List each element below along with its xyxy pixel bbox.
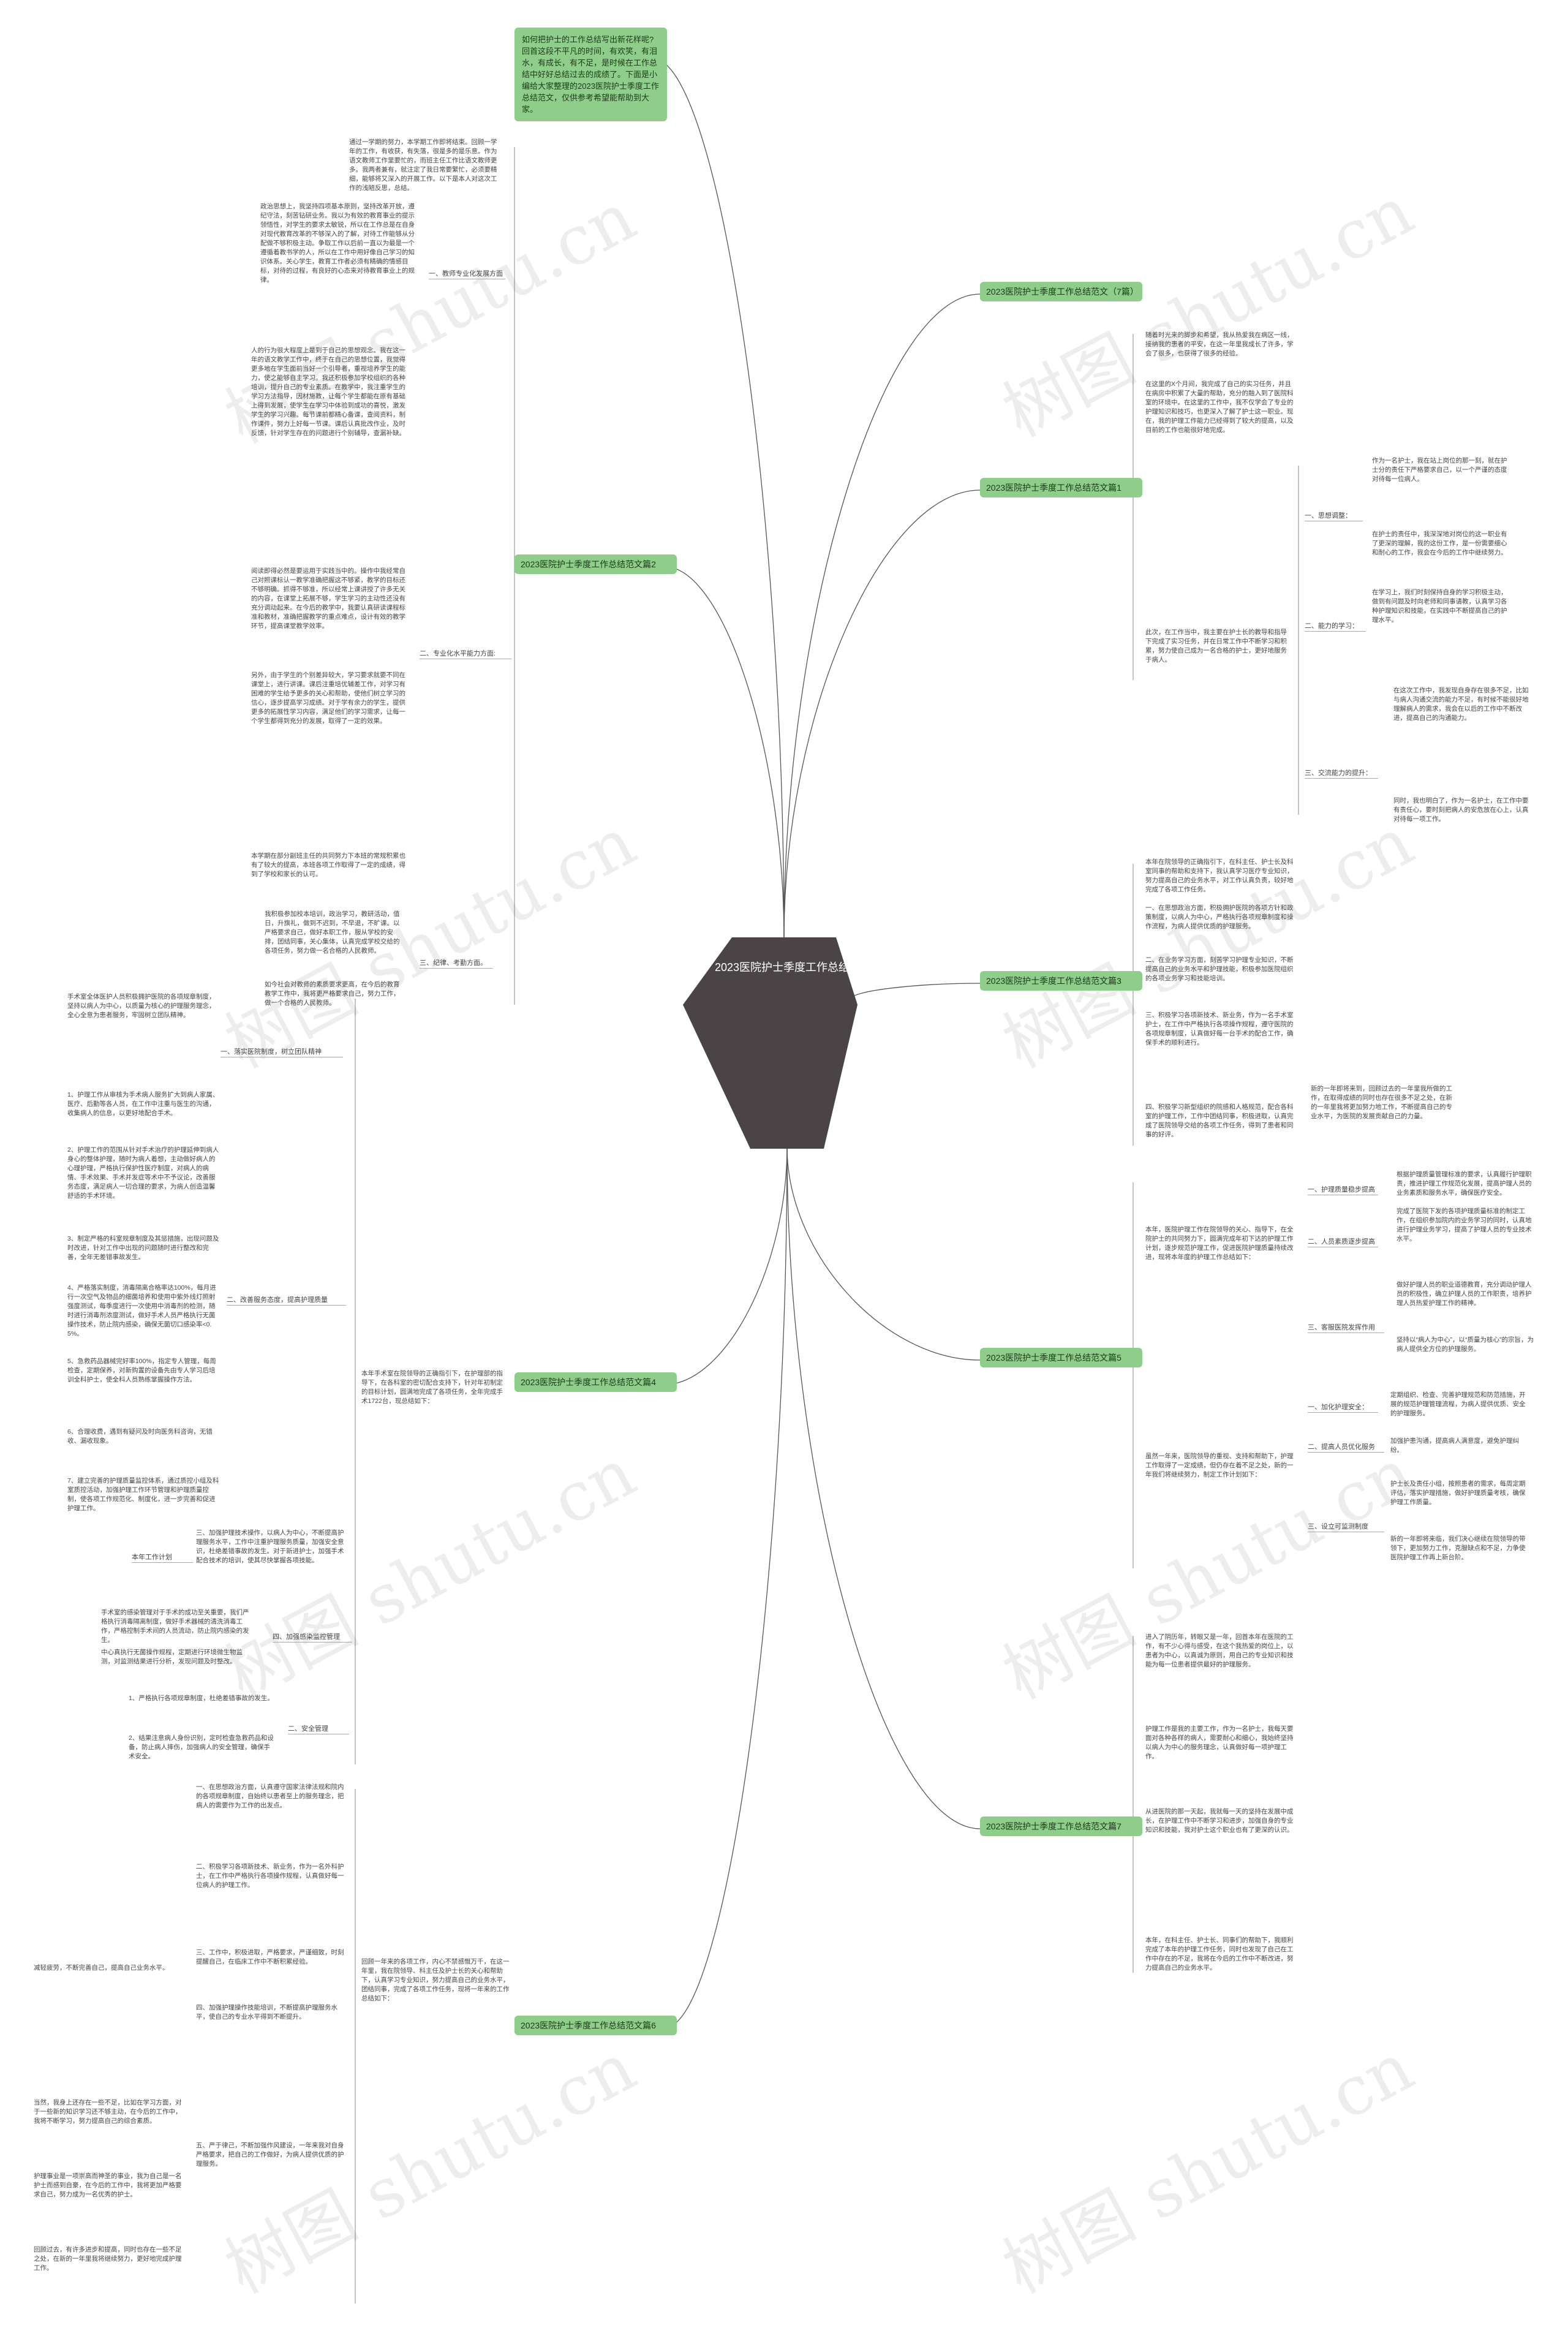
sub-label[interactable]: 一、思想调整： (1305, 512, 1363, 521)
text-block: 新的一年即将来到，回顾过去的一年里我所做的工作，在取得成绩的同时也存在很多不足之… (1311, 1085, 1452, 1120)
sub-label[interactable]: 二、专业化水平能力方面: (420, 649, 511, 659)
text-block: 加强护患沟通，提高病人满意度，避免护理纠纷。 (1390, 1437, 1519, 1454)
text-block: 中心真执行无菌操作规程，定期进行环境微生物监测，对监测结果进行分析，发现问题及时… (101, 1649, 243, 1665)
connector-line (851, 983, 981, 999)
text-block: 回顾过去，有许多进步和提高，同时也存在一些不足之处，在新的一年里我将继续努力，更… (34, 2246, 182, 2272)
text-block: 1、严格执行各项规章制度，杜绝差错事故的发生。 (129, 1695, 274, 1702)
text-block: 手术室的感染管理对于手术的成功至关重要，我们严格执行消毒隔离制度，做好手术器械的… (101, 1609, 249, 1644)
text-block: 新的一年即将来临，我们决心继续在院领导的带领下，更加努力工作，克服缺点和不足，力… (1390, 1535, 1526, 1561)
text-block: 本学期在部分副班主任的共同努力下本班的常规积累也有了较大的提高，本班各项工作取得… (251, 852, 405, 878)
text-block: 在护士的责任中，我深深地对岗位的这一职业有了更深的理解，我的这份工作，是一份需要… (1372, 531, 1507, 556)
text-block: 作为一名护士，我在站上岗位的那一刻，就在护士分的责任下严格要求自己，以一个严谨的… (1372, 457, 1507, 483)
text-block: 我积极参加校本培训，政治学习，教研活动，值日，升旗礼，做到不迟到，不早退，不旷课… (265, 910, 400, 955)
sub-label[interactable]: 三、客服医院发挥作用 (1308, 1323, 1384, 1333)
branch-article-2[interactable]: 2023医院护士季度工作总结范文篇2 (514, 554, 677, 574)
connector-line (664, 1146, 788, 1385)
sub-label[interactable]: 三、纪律、考勤方面。 (420, 959, 493, 969)
sub-label[interactable]: 三、设立可监测制度 (1308, 1522, 1384, 1532)
connector-line (786, 1146, 981, 1829)
branch-article-1[interactable]: 2023医院护士季度工作总结范文篇1 (980, 478, 1142, 497)
text-block: 在这次工作中，我发现自身存在很多不足，比如与病人沟通交流的能力不足，有时候不能很… (1393, 687, 1529, 722)
text-block: 本年在院领导的正确指引下，在科主任、护士长及科室同事的帮助和支持下，我认真学习医… (1145, 858, 1294, 893)
sub-label[interactable]: 一、加化护理安全： (1308, 1403, 1378, 1413)
sub-label[interactable]: 一、教师专业化发展方面 (429, 270, 505, 279)
connector-line (786, 1146, 981, 1361)
text-block: 政治思想上，我坚持四项基本原则，坚持改革开放，遵纪守法，刻苦钻研业务。我以为有效… (260, 203, 415, 284)
text-block: 6、合理收费，遇到有疑问及时向医务科咨询，无错收、漏收现象。 (67, 1428, 213, 1445)
root-title[interactable]: 2023医院护士季度工作总结范文 (714, 961, 872, 973)
text-block: 2、护理工作的范围从针对手术治疗的护理延伸到病人身心的整体护理，随时为病人着想，… (67, 1146, 219, 1200)
text-block: 3、制定严格的科室规章制度及其惩措施，出现问题及时改进，针对工作中出现的问题随时… (67, 1235, 219, 1261)
connector-line (664, 1146, 788, 2028)
text-block: 当然，我身上还存在一些不足，比如在学习方面，对于一些新的知识学习还不够主动，在今… (34, 2099, 182, 2125)
text-block: 定期组织、检查、完善护理规范和防范措施，开展的规范护理管理流程，为病人提供优质、… (1390, 1391, 1526, 1417)
text-block: 五、严于律己，不断加强作风建设，一年来我对自身严格要求，把自己的工作做好，为病人… (196, 2142, 344, 2168)
text-block: 根据护理质量管理标准的要求，认真履行护理职责，推进护理工作规范化发展，提高护理人… (1396, 1171, 1532, 1197)
connector-line (664, 566, 785, 939)
text-block: 三、加强护理技术操作，以病人为中心，不断提高护理服务水平，工作中注重护理服务质量… (196, 1529, 344, 1564)
text-block: 阅读即得必然是要运用于实践当中的。操作中我经常自己对照课标认一教学准确把握这不够… (251, 567, 405, 630)
root-node-shape[interactable] (683, 937, 858, 1149)
text-block: 四、积极学习新型组织的院感和人格规范，配合各科室的护理工作，工作中团结同事，积极… (1145, 1103, 1294, 1138)
text-block: 本年手术室在院领导的正确指引下，在护理部的指导下，在各科室的密切配合支持下，针对… (361, 1370, 503, 1405)
sub-label[interactable]: 一、护理质量稳步提高 (1308, 1185, 1378, 1195)
text-block: 另外，由于学生的个别差异较大，学习要求就要不同在课堂上，进行讲课。课后注重培优辅… (251, 671, 405, 725)
text-block: 三、积极学习各项新技术、新业务，作为一名手术室护士，在工作中严格执行各项操作规程… (1145, 1011, 1294, 1046)
connector-line (652, 58, 785, 939)
sub-label[interactable]: 二、安全管理 (288, 1725, 349, 1734)
text-block: 一、在思想政治方面，认真遵守国家法律法规和院内的各项规章制度，自始终以患者至上的… (196, 1783, 344, 1809)
text-block: 手术室全体医护人员积极拥护医院的各项规章制度，坚持以病人为中心，以质量为核心的护… (67, 993, 216, 1019)
sub-label[interactable]: 一、落实医院制度，树立团队精神 (221, 1048, 343, 1057)
branch-article-7[interactable]: 2023医院护士季度工作总结范文篇7 (980, 1817, 1142, 1836)
text-block: 一、在思想政治方面，积极拥护医院的各项方针和政策制度，以病人为中心，严格执行各项… (1145, 904, 1294, 930)
text-block: 护士长及责任小组，按照患者的需求，每周定期评估，落实护理措施，做好护理质量考核，… (1390, 1480, 1526, 1506)
text-block: 人的行为很大程度上是到于自己的思想观念。我在这一年的语文教学工作中，终于在自己的… (251, 347, 405, 437)
text-block: 在这里的X个月间，我完成了自己的实习任务，并且在病房中积累了大量的帮助，充分的融… (1145, 380, 1294, 434)
connector-line (783, 490, 981, 939)
text-block: 二、在业务学习方面，刻苦学习护理专业知识，不断提高自己的业务水平和护理技能，积极… (1145, 956, 1294, 982)
text-block: 此次，在工作当中，我主要在护士长的教导和指导下完成了实习任务，并在日常工作中不断… (1145, 629, 1287, 663)
text-block: 二、积极学习各项新技术、新业务，作为一名外科护士，在工作中严格执行各项操作规程，… (196, 1863, 344, 1889)
text-block: 本年，医院护理工作在院领导的关心、指导下，在全院护士的共同努力下，圆满完成年初下… (1145, 1226, 1294, 1261)
text-block: 2、结果注意病人身份识别，定时检查急救药品和设备，防止病人摔伤，加强病人的安全管… (129, 1734, 274, 1760)
branch-overview[interactable]: 2023医院护士季度工作总结范文（7篇） (980, 282, 1142, 301)
text-block: 5、急救药品器械完好率100%，指定专人管理，每周检查，定期保养，对新购置的设备… (67, 1358, 216, 1383)
text-block: 完成了医院下发的各项护理质量标准的制定工作，在组织参加院内的业务学习的同时，认真… (1396, 1208, 1532, 1242)
text-block: 四、加强护理操作技能培训，不断提高护理服务水平，使自己的专业水平得到不断提升。 (196, 2004, 337, 2021)
sub-label[interactable]: 二、改善服务态度，提高护理质量 (227, 1296, 346, 1306)
text-block: 随着时光来的脚步和希望，我从热爱我在病区一线，接纳我的患者的平安，在这一年里我成… (1145, 331, 1294, 357)
branch-article-5[interactable]: 2023医院护士季度工作总结范文篇5 (980, 1348, 1142, 1367)
branch-article-6[interactable]: 2023医院护士季度工作总结范文篇6 (514, 2016, 677, 2035)
sub-label[interactable]: 三、交流能力的提升： (1305, 769, 1378, 779)
text-block: 从进医院的那一天起，我就每一天的坚持在发展中成长，在护理工作中不断学习和进步，加… (1145, 1808, 1294, 1834)
sub-label[interactable]: 本年工作计划 (132, 1553, 193, 1563)
text-block: 4、严格落实制度，消毒隔离合格率达100%，每月进行一次空气及物品的细菌培养和使… (67, 1284, 216, 1337)
sub-label[interactable]: 四、加强感染监控管理 (273, 1633, 352, 1643)
text-block: 同时，我也明白了，作为一名护士，在工作中要有责任心，要时刻把病人的安危放在心上，… (1393, 797, 1529, 823)
text-block: 进入了阴历年，转眼又是一年，回首本年在医院的工作，有不少心得与感受，在这个我热爱… (1145, 1633, 1294, 1668)
text-block: 减轻疲劳，不断完善自己，提高自己业务水平。 (34, 1964, 169, 1972)
text-block: 三、工作中，积极进取，严格要求，严谨细致，时刻提醒自己，在临床工作中不断积累经验… (196, 1949, 344, 1965)
sub-label[interactable]: 二、能力的学习： (1305, 622, 1366, 632)
sub-label[interactable]: 二、人员素质逐步提高 (1308, 1238, 1378, 1247)
text-block: 通过一学期的努力，本学期工作即将结束。回顾一学年的工作，有收获，有失落，很是多的… (349, 138, 497, 192)
text-block: 回顾一年来的各项工作，内心不禁感慨万千，在这一年里，我在院领导、科主任及护士长的… (361, 1958, 510, 2002)
text-block: 7、建立完善的护理质量监控体系，通过质控小组及科室质控活动，加强护理工作环节管理… (67, 1477, 219, 1512)
connector-line (783, 293, 981, 939)
text-block: 护理事业是一项崇高而神圣的事业，我为自己是一名护士而感到自豪，在今后的工作中，我… (34, 2172, 182, 2198)
text-block: 做好护理人员的职业道德教育，充分调动护理人员的积极性，确立护理人员的工作职责，培… (1396, 1281, 1532, 1307)
branch-article-3[interactable]: 2023医院护士季度工作总结范文篇3 (980, 971, 1142, 991)
text-block: 坚持以“病人为中心”，以“质量为核心”的宗旨，为病人提供全方位的护理服务。 (1396, 1336, 1534, 1353)
branch-article-4[interactable]: 2023医院护士季度工作总结范文篇4 (514, 1372, 677, 1392)
intro-note[interactable]: 如何把护士的工作总结写出新花样呢?回首这段不平凡的时间，有欢笑，有泪水，有成长，… (514, 28, 667, 121)
text-block: 如今社会对教师的素质要求更高，在今后的教育教学工作中，我将更严格要求自己，努力工… (265, 981, 400, 1007)
sub-label[interactable]: 二、提高人员优化服务 (1308, 1443, 1384, 1453)
connector-lines (355, 58, 1299, 2304)
text-block: 1、护理工作从审核为手术病人服务扩大到病人家属、医疗、后勤等各人员，在工作中注重… (67, 1091, 219, 1117)
text-block: 虽然一年来，医院领导的重视、支持和帮助下，护理工作取得了一定成绩，但仍存在着不足… (1145, 1453, 1294, 1478)
text-block: 本年，在科主任、护士长、同事们的帮助下，我顺利完成了本年的护理工作任务，同时也发… (1145, 1937, 1294, 1972)
text-block: 在学习上，我们时刻保持自身的学习积极主动，做到有问题及时向老师和同事请教，认真学… (1372, 589, 1507, 624)
text-block: 护理工作是我的主要工作，作为一名护士，我每天要面对各种各样的病人，需要耐心和细心… (1145, 1725, 1294, 1760)
